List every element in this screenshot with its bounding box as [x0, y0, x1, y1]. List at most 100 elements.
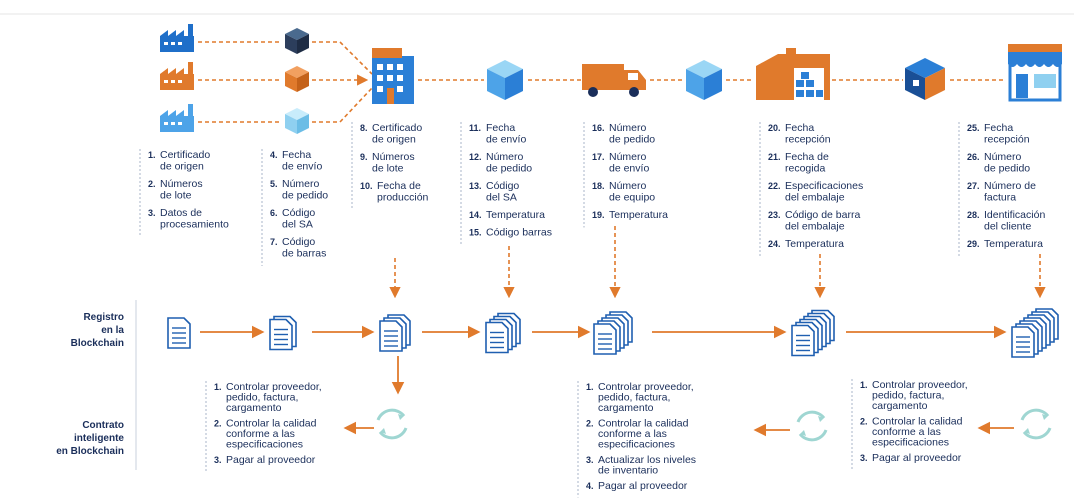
item-text: Número — [609, 122, 647, 134]
item-text: pedido, factura, — [226, 392, 298, 404]
list-item: 19.Temperatura — [592, 209, 668, 221]
truck-icon — [582, 64, 646, 97]
item-number: 25. — [967, 123, 980, 133]
item-text: de pedido — [486, 163, 532, 175]
list-item: 1.Controlar proveedor,pedido, factura,ca… — [586, 381, 694, 414]
item-number: 29. — [967, 239, 980, 249]
item-text: producción — [377, 192, 429, 204]
item-text: de pedido — [282, 190, 328, 202]
item-number: 17. — [592, 152, 605, 162]
item-number: 24. — [768, 239, 781, 249]
item-text: Código — [282, 236, 315, 248]
list-item: 4.Pagar al proveedor — [586, 480, 688, 492]
item-number: 1. — [586, 382, 594, 392]
item-text: Pagar al proveedor — [226, 454, 316, 466]
document-stack-icon — [1011, 308, 1059, 358]
item-text: factura — [984, 192, 1016, 204]
smart-contract-steps: 1.Controlar proveedor,pedido, factura,ca… — [851, 379, 968, 470]
item-text: Fecha de — [377, 180, 421, 192]
item-text: Fecha de — [785, 151, 829, 163]
item-text: conforme a las — [226, 428, 295, 440]
item-number: 21. — [768, 152, 781, 162]
item-text: especificaciones — [598, 439, 675, 451]
item-text: del embalaje — [785, 192, 845, 204]
item-text: de lote — [160, 190, 192, 202]
item-text: Controlar proveedor, — [872, 379, 968, 391]
item-text: Número — [984, 151, 1022, 163]
list-item: 14.Temperatura — [469, 209, 545, 221]
list-item: 1.Controlar proveedor,pedido, factura,ca… — [860, 379, 968, 412]
item-number: 3. — [860, 453, 868, 463]
item-text: de equipo — [609, 192, 655, 204]
package-cube-icon — [285, 66, 309, 92]
item-number: 14. — [469, 210, 482, 220]
list-item: 15.Código barras — [469, 227, 552, 239]
refresh-cycle-icon — [1020, 408, 1052, 440]
item-text: Número — [609, 180, 647, 192]
factory-icon — [160, 62, 194, 90]
item-number: 3. — [586, 455, 594, 465]
item-text: Controlar la calidad — [872, 416, 963, 428]
item-text: de lote — [372, 163, 404, 175]
svg-text:en Blockchain: en Blockchain — [56, 446, 124, 457]
item-text: Temperatura — [785, 238, 844, 250]
blockchain-record-label: Registro en la Blockchain — [71, 312, 125, 349]
shipping-box-icon — [686, 60, 722, 100]
item-number: 1. — [860, 380, 868, 390]
item-number: 27. — [967, 181, 980, 191]
item-text: de pedido — [609, 134, 655, 146]
factory-icon — [160, 24, 194, 52]
item-text: Datos de — [160, 207, 202, 219]
item-text: Fecha — [984, 122, 1013, 134]
pallet-box-icon — [905, 58, 945, 100]
item-text: Código de barra — [785, 209, 860, 221]
smart-contract-steps: 1.Controlar proveedor,pedido, factura,ca… — [577, 381, 696, 498]
item-text: del SA — [486, 192, 517, 204]
item-text: Certificado — [160, 149, 210, 161]
item-number: 16. — [592, 123, 605, 133]
item-number: 5. — [270, 179, 278, 189]
svg-text:en la: en la — [101, 325, 124, 336]
list-item: 1.Controlar proveedor,pedido, factura,ca… — [214, 381, 322, 414]
list-item: 24. Temperatura — [768, 238, 844, 250]
item-text: Fecha — [785, 122, 814, 134]
item-text: procesamiento — [160, 219, 229, 231]
item-text: Controlar proveedor, — [226, 381, 322, 393]
distribution-center-icon — [756, 48, 830, 100]
document-stack-icon — [167, 317, 191, 349]
factory-icon — [160, 104, 194, 132]
item-number: 2. — [214, 419, 222, 429]
item-number: 20. — [768, 123, 781, 133]
item-text: conforme a las — [598, 428, 667, 440]
item-number: 19. — [592, 210, 605, 220]
item-number: 4. — [270, 150, 278, 160]
item-number: 11. — [469, 123, 481, 133]
item-text: pedido, factura, — [872, 390, 944, 402]
item-text: de origen — [160, 161, 204, 173]
item-number: 8. — [360, 123, 368, 133]
item-text: Temperatura — [984, 238, 1043, 250]
document-stack-icon — [791, 309, 835, 357]
package-cube-icon — [285, 108, 309, 134]
package-cube-icon — [285, 28, 309, 54]
item-text: Número — [609, 151, 647, 163]
item-text: de inventario — [598, 465, 658, 477]
